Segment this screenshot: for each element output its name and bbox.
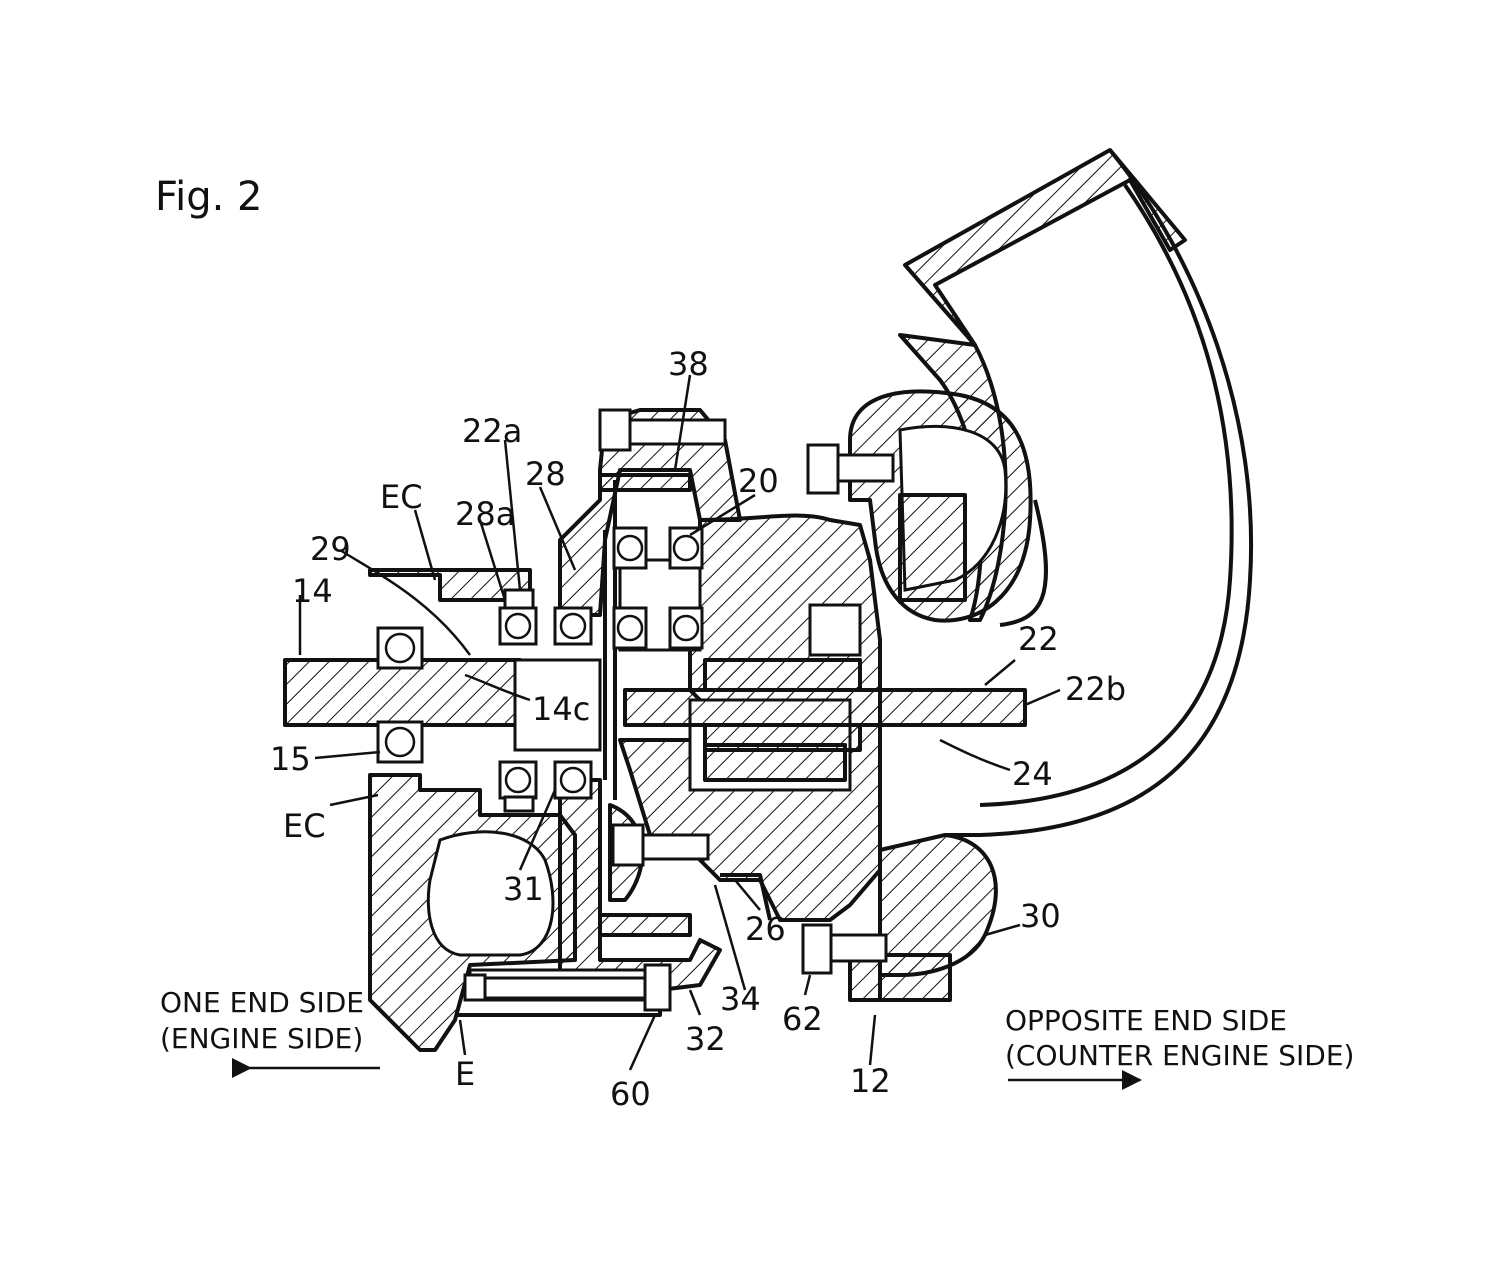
label-38: 38 <box>668 345 709 383</box>
label-14c: 14c <box>532 690 590 728</box>
label-28: 28 <box>525 455 566 493</box>
label-60: 60 <box>610 1075 651 1113</box>
turbine-scroll <box>850 150 1251 1000</box>
label-31: 31 <box>503 870 544 908</box>
left-caption-line1: ONE END SIDE <box>160 986 364 1019</box>
label-32: 32 <box>685 1020 726 1058</box>
right-caption-line1: OPPOSITE END SIDE <box>1005 1004 1287 1037</box>
label-ec-bottom: EC <box>283 807 326 845</box>
left-caption-line2: (ENGINE SIDE) <box>160 1022 363 1055</box>
label-12: 12 <box>850 1062 891 1100</box>
label-29: 29 <box>310 530 351 568</box>
label-e: E <box>455 1055 475 1093</box>
figure-title: Fig. 2 <box>155 174 262 220</box>
label-14: 14 <box>292 572 333 610</box>
label-28a: 28a <box>455 495 515 533</box>
label-20: 20 <box>738 462 779 500</box>
label-26: 26 <box>745 910 786 948</box>
label-ec-top: EC <box>380 478 423 516</box>
label-62: 62 <box>782 1000 823 1038</box>
label-22b: 22b <box>1065 670 1126 708</box>
label-30: 30 <box>1020 897 1061 935</box>
label-24: 24 <box>1012 755 1053 793</box>
label-15: 15 <box>270 740 311 778</box>
label-22: 22 <box>1018 620 1059 658</box>
label-22a: 22a <box>462 412 522 450</box>
right-caption-line2: (COUNTER ENGINE SIDE) <box>1005 1039 1354 1072</box>
label-34: 34 <box>720 980 761 1018</box>
